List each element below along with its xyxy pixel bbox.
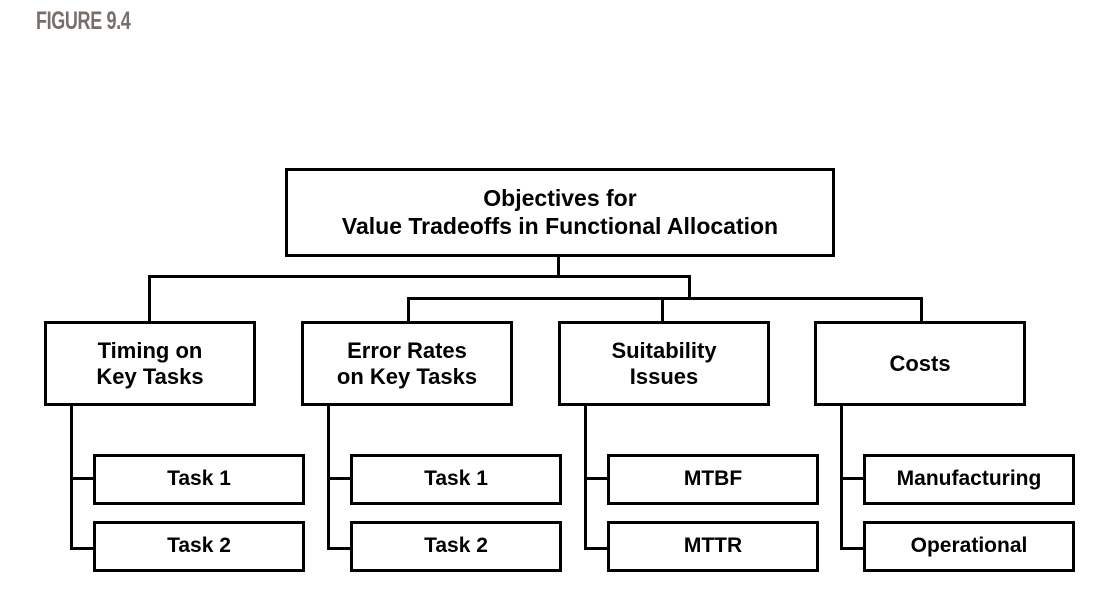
leaf-error-rates-task2-label: Task 2 bbox=[424, 534, 488, 558]
connector-root-stem bbox=[557, 257, 560, 278]
category-error-rates-line1: Error Rates bbox=[347, 337, 467, 363]
category-node-suitability: Suitability Issues bbox=[558, 321, 770, 406]
leaf-suitability-mtbf-label: MTBF bbox=[683, 467, 743, 491]
leaf-timing-task2-label: Task 2 bbox=[167, 534, 231, 558]
category-suitability-line2: Issues bbox=[629, 363, 699, 389]
leaf-node-costs-manufacturing: Manufacturing bbox=[863, 454, 1075, 505]
connector-stub-timing-task2 bbox=[70, 547, 96, 550]
category-suitability-line1: Suitability bbox=[611, 337, 717, 363]
connector-bus-lower bbox=[407, 297, 923, 300]
leaf-costs-manufacturing-label: Manufacturing bbox=[896, 467, 1042, 491]
leaf-node-suitability-mtbf: MTBF bbox=[607, 454, 819, 505]
category-node-timing: Timing on Key Tasks bbox=[44, 321, 256, 406]
connector-stub-costs-manufacturing bbox=[840, 477, 866, 480]
category-timing-line1: Timing on bbox=[97, 337, 203, 363]
root-node-line1: Objectives for bbox=[483, 185, 637, 212]
category-error-rates-line2: on Key Tasks bbox=[336, 363, 478, 389]
leaf-node-suitability-mttr: MTTR bbox=[607, 521, 819, 572]
connector-stub-timing-task1 bbox=[70, 477, 96, 480]
category-timing-line2: Key Tasks bbox=[96, 363, 204, 389]
connector-stub-error-rates-task1 bbox=[327, 477, 353, 480]
leaf-error-rates-task1-label: Task 1 bbox=[424, 467, 488, 491]
connector-stub-suitability-mtbf bbox=[584, 477, 610, 480]
figure-label: FIGURE 9.4 bbox=[36, 7, 131, 35]
connector-stub-error-rates-task2 bbox=[327, 547, 353, 550]
root-node-objectives: Objectives for Value Tradeoffs in Functi… bbox=[285, 168, 835, 257]
leaf-node-costs-operational: Operational bbox=[863, 521, 1075, 572]
leaf-suitability-mttr-label: MTTR bbox=[683, 534, 743, 558]
connector-drop-timing bbox=[148, 275, 151, 322]
category-node-error-rates: Error Rates on Key Tasks bbox=[301, 321, 513, 406]
category-node-costs: Costs bbox=[814, 321, 1026, 406]
root-node-line2: Value Tradeoffs in Functional Allocation bbox=[341, 212, 779, 239]
connector-drop-suitability bbox=[661, 297, 664, 322]
connector-stub-costs-operational bbox=[840, 547, 866, 550]
connector-drop-error-rates bbox=[407, 297, 410, 322]
leaf-node-error-rates-task1: Task 1 bbox=[350, 454, 562, 505]
leaf-node-timing-task1: Task 1 bbox=[93, 454, 305, 505]
connector-stub-suitability-mttr bbox=[584, 547, 610, 550]
leaf-node-error-rates-task2: Task 2 bbox=[350, 521, 562, 572]
connector-drop-costs bbox=[920, 297, 923, 322]
leaf-timing-task1-label: Task 1 bbox=[167, 467, 231, 491]
category-costs-line1: Costs bbox=[889, 350, 951, 376]
leaf-node-timing-task2: Task 2 bbox=[93, 521, 305, 572]
connector-bus-link bbox=[688, 275, 691, 300]
connector-bus-upper bbox=[148, 275, 691, 278]
leaf-costs-operational-label: Operational bbox=[910, 534, 1028, 558]
